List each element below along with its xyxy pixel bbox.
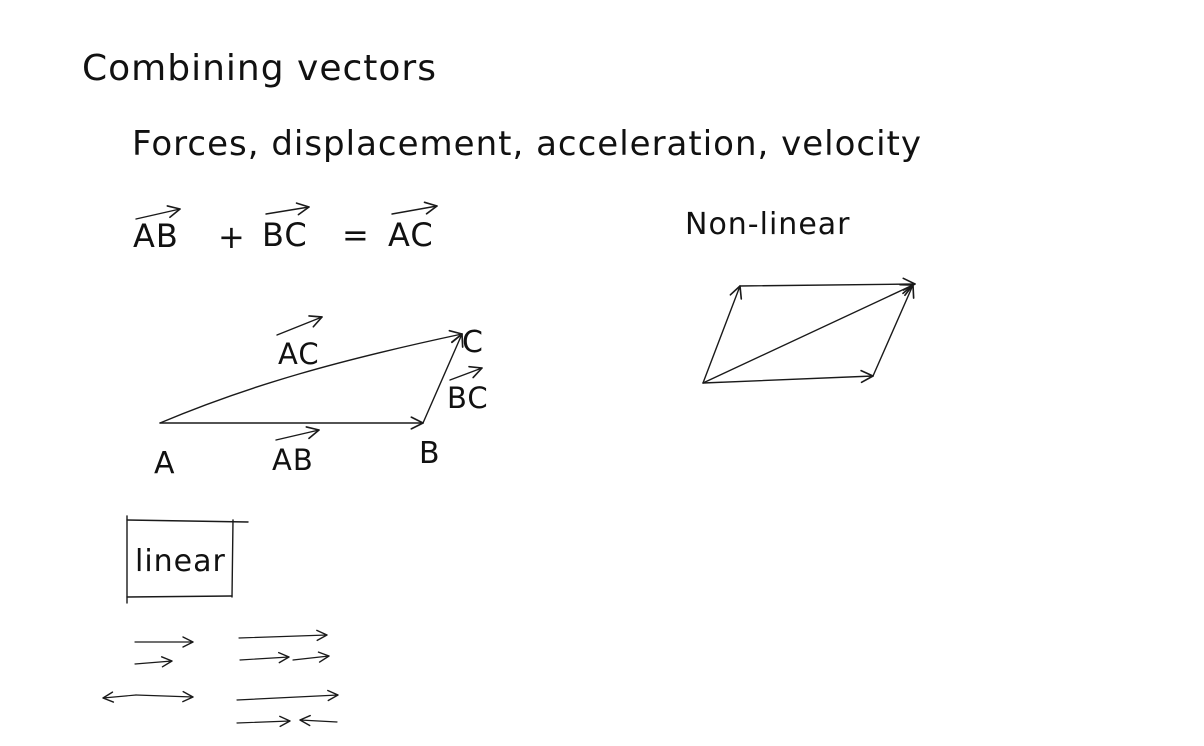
triangle-ac-label: AC — [278, 337, 320, 371]
point-a-label: A — [154, 446, 176, 481]
triangle-ab-label: AB — [272, 443, 314, 477]
equation-plus: + — [218, 218, 246, 256]
linear-box-right-border — [231, 519, 234, 598]
triangle-ac-arrow-icon — [276, 315, 323, 336]
equation-equals: = — [342, 216, 370, 254]
vector-ac-line — [159, 329, 463, 424]
linear-result-arrow-1 — [238, 629, 328, 642]
equation-ac-arrow-icon — [391, 201, 438, 215]
linear-sum-arrow-1 — [239, 651, 290, 664]
equation-term-ac: AC — [388, 216, 434, 254]
parallelogram-bottom-vector — [702, 369, 874, 384]
vector-triangle-diagram: A B C AB BC AC — [154, 315, 489, 481]
triangle-bc-arrow-icon — [449, 365, 483, 381]
linear-box-top-border — [126, 519, 249, 523]
equation-bc-arrow-icon — [265, 202, 310, 216]
non-linear-label: Non-linear — [685, 207, 851, 242]
linear-example-arrow-2 — [134, 656, 173, 668]
triangle-bc-label: BC — [447, 381, 489, 415]
parallelogram-top-vector — [739, 277, 916, 291]
linear-combination-arrow-left — [299, 714, 338, 727]
linear-example-opposite-right — [135, 690, 194, 703]
page-title: Combining vectors — [82, 48, 437, 89]
vector-equation: AB + BC = AC — [133, 201, 438, 256]
subtitle-quantities: Forces, displacement, acceleration, velo… — [132, 124, 922, 164]
linear-result-arrow-2 — [236, 689, 339, 702]
point-c-label: C — [462, 325, 484, 360]
vector-bc-line — [422, 333, 464, 424]
parallelogram-right-vector — [872, 284, 915, 377]
linear-arrow-examples — [102, 629, 339, 728]
non-linear-diagram: Non-linear — [685, 207, 916, 384]
equation-ab-arrow-icon — [135, 205, 181, 220]
parallelogram-left-vector — [702, 285, 743, 384]
linear-example-opposite-left — [102, 691, 137, 703]
parallelogram-resultant-vector — [702, 283, 914, 384]
equation-term-bc: BC — [262, 216, 308, 254]
triangle-ab-arrow-icon — [275, 426, 320, 441]
linear-sum-arrow-2 — [292, 651, 330, 663]
point-b-label: B — [419, 436, 441, 471]
linear-combination-arrow-right — [236, 715, 291, 728]
linear-box: linear — [126, 515, 249, 604]
equation-term-ab: AB — [133, 217, 179, 255]
linear-label: linear — [135, 544, 226, 579]
linear-box-bottom-border — [126, 595, 233, 598]
